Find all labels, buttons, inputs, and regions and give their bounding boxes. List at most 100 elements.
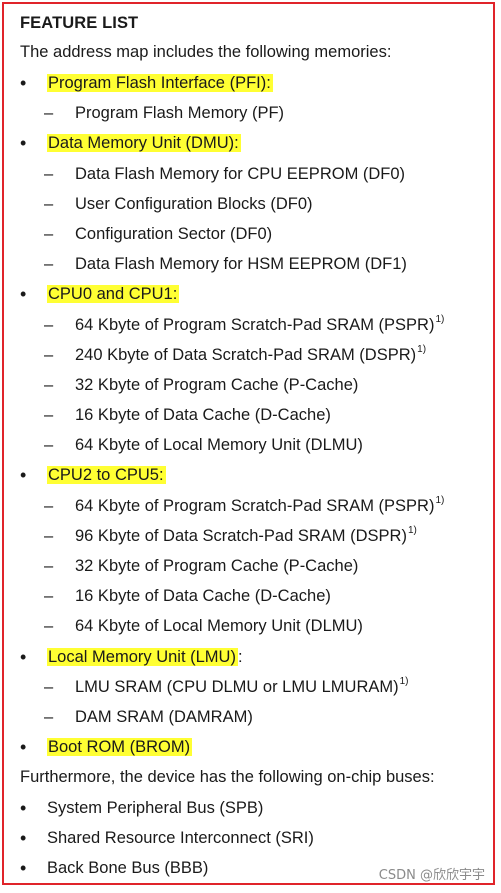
memory-groups: • Program Flash Interface (PFI): – Program … <box>20 68 487 762</box>
bus-list: • System Peripheral Bus (SPB) •Shared Reso… <box>20 793 487 884</box>
dash-icon: – <box>44 677 54 696</box>
bullet-icon: • <box>20 73 27 93</box>
list-item: – 64 Kbyte of Program Scratch-Pad SRAM (P… <box>20 310 487 340</box>
item-text: Configuration Sector (DF0) <box>75 224 273 243</box>
group-label: CPU0 and CPU1: <box>47 285 180 304</box>
bullet-icon: • <box>20 827 27 848</box>
item-text-wrap: Program Flash Memory (PF) <box>75 98 284 128</box>
item-text: Data Flash Memory for HSM EEPROM (DF1) <box>75 255 407 274</box>
group-heading: • Data Memory Unit (DMU): <box>20 128 487 158</box>
group-heading: • Local Memory Unit (LMU): <box>20 642 487 672</box>
dash-icon: – <box>44 194 54 213</box>
item-text: 96 Kbyte of Data Scratch-Pad SRAM (DSPR) <box>75 526 407 545</box>
dash-icon: – <box>44 496 54 515</box>
intro-text: The address map includes the following m… <box>20 43 392 61</box>
bullet-icon: • <box>20 857 27 878</box>
list-item: – 32 Kbyte of Program Cache (P-Cache) <box>20 551 487 581</box>
item-text: User Configuration Blocks (DF0) <box>75 194 313 213</box>
watermark: CSDN @欣欣宇宇 <box>378 868 485 883</box>
item-text-wrap: 64 Kbyte of Local Memory Unit (DLMU) <box>75 611 363 641</box>
item-text-wrap: DAM SRAM (DAMRAM) <box>75 702 253 732</box>
item-text-wrap: 32 Kbyte of Program Cache (P-Cache) <box>75 551 358 581</box>
list-item: – 16 Kbyte of Data Cache (D-Cache) <box>20 581 487 611</box>
item-text: 64 Kbyte of Local Memory Unit (DLMU) <box>75 617 363 636</box>
item-text: 240 Kbyte of Data Scratch-Pad SRAM (DSPR… <box>75 345 417 364</box>
footnote-marker: 1) <box>417 343 427 355</box>
item-text: 32 Kbyte of Program Cache (P-Cache) <box>75 557 359 575</box>
list-item: – Configuration Sector (DF0) <box>20 219 487 249</box>
dash-icon: – <box>44 255 54 274</box>
item-text-wrap: 16 Kbyte of Data Cache (D-Cache) <box>75 400 331 430</box>
list-item: – 16 Kbyte of Data Cache (D-Cache) <box>20 400 487 430</box>
list-item: –DAM SRAM (DAMRAM) <box>20 702 487 732</box>
item-text: 64 Kbyte of Program Scratch-Pad SRAM (PS… <box>75 315 435 334</box>
dash-icon: – <box>44 617 54 636</box>
dash-icon: – <box>44 224 54 243</box>
footnote-marker: 1) <box>435 494 445 506</box>
item-text-wrap: 240 Kbyte of Data Scratch-Pad SRAM (DSPR… <box>75 340 426 370</box>
bus-item: • System Peripheral Bus (SPB) <box>20 793 487 823</box>
feature-list-content: FEATURE LIST The address map includes th… <box>20 10 487 883</box>
group-heading: • Program Flash Interface (PFI): <box>20 68 487 98</box>
dash-icon: – <box>44 104 54 123</box>
group-label-wrap: CPU2 to CPU5: <box>47 460 166 490</box>
dash-icon: – <box>44 587 54 606</box>
group-label: Data Memory Unit (DMU): <box>47 134 241 153</box>
group-label-wrap: Data Memory Unit (DMU): <box>47 128 241 158</box>
item-text-wrap: User Configuration Blocks (DF0) <box>75 189 313 219</box>
list-item: –Data Flash Memory for CPU EEPROM (DF0) <box>20 159 487 189</box>
item-text-wrap: 64 Kbyte of Program Scratch-Pad SRAM (PS… <box>75 491 444 521</box>
bus-item: •Shared Resource Interconnect (SRI) <box>20 823 487 853</box>
item-text-wrap: 16 Kbyte of Data Cache (D-Cache) <box>75 581 331 611</box>
item-text-wrap: Data Flash Memory for CPU EEPROM (DF0) <box>75 159 405 189</box>
dash-icon: – <box>44 315 54 334</box>
item-text-wrap: 64 Kbyte of Program Scratch-Pad SRAM (PS… <box>75 310 444 340</box>
item-text-wrap: Configuration Sector (DF0) <box>75 219 272 249</box>
item-text: LMU SRAM (CPU DLMU or LMU LMURAM) <box>75 677 399 696</box>
dash-icon: – <box>44 557 54 575</box>
item-text: Data Flash Memory for CPU EEPROM (DF0) <box>75 164 406 183</box>
list-item: – Data Flash Memory for HSM EEPROM (DF1) <box>20 249 487 279</box>
bullet-icon: • <box>20 133 27 154</box>
list-item: – Program Flash Memory (PF) <box>20 98 487 128</box>
list-item: – 96 Kbyte of Data Scratch-Pad SRAM (DSPR… <box>20 521 487 551</box>
dash-icon: – <box>44 406 54 425</box>
group-label-wrap: Boot ROM (BROM) <box>47 732 193 762</box>
outro-text: Furthermore, the device has the followin… <box>20 768 435 787</box>
bullet-icon: • <box>20 646 27 667</box>
bullet-icon: • <box>20 465 27 486</box>
dash-icon: – <box>44 526 54 545</box>
bullet-icon: • <box>20 797 27 818</box>
bus-label: System Peripheral Bus (SPB) <box>47 798 264 817</box>
group-label-wrap: Program Flash Interface (PFI): <box>47 68 273 98</box>
bullet-icon: • <box>20 284 27 305</box>
group-label-suffix: : <box>237 647 243 666</box>
item-text: 16 Kbyte of Data Cache (D-Cache) <box>75 406 331 425</box>
group-heading: • CPU2 to CPU5: <box>20 460 487 490</box>
item-text: Program Flash Memory (PF) <box>75 104 285 123</box>
group-heading: • CPU0 and CPU1: <box>20 279 487 309</box>
item-text: 32 Kbyte of Program Cache (P-Cache) <box>75 375 359 394</box>
list-item: – 64 Kbyte of Local Memory Unit (DLMU) <box>20 611 487 641</box>
group-label-wrap: CPU0 and CPU1: <box>47 279 180 309</box>
list-item: – 32 Kbyte of Program Cache (P-Cache) <box>20 370 487 400</box>
list-item: – 64 Kbyte of Program Scratch-Pad SRAM (P… <box>20 491 487 521</box>
group-label: Program Flash Interface (PFI): <box>47 74 273 92</box>
group-label: Boot ROM (BROM) <box>47 738 193 757</box>
item-text-wrap: 32 Kbyte of Program Cache (P-Cache) <box>75 370 358 400</box>
footnote-marker: 1) <box>407 524 417 536</box>
bullet-icon: • <box>20 737 27 758</box>
list-item: –64 Kbyte of Local Memory Unit (DLMU) <box>20 430 487 460</box>
dash-icon: – <box>44 375 54 394</box>
group-heading: • Boot ROM (BROM) <box>20 732 487 762</box>
dash-icon: – <box>44 436 54 455</box>
list-item: – LMU SRAM (CPU DLMU or LMU LMURAM)1) <box>20 672 487 702</box>
dash-icon: – <box>44 345 54 364</box>
item-text: DAM SRAM (DAMRAM) <box>75 707 253 726</box>
item-text: 64 Kbyte of Program Scratch-Pad SRAM (PS… <box>75 496 435 515</box>
group-label: Local Memory Unit (LMU) <box>47 647 238 666</box>
bus-label: Back Bone Bus (BBB) <box>47 858 209 877</box>
item-text-wrap: LMU SRAM (CPU DLMU or LMU LMURAM)1) <box>75 672 409 702</box>
list-item: – 240 Kbyte of Data Scratch-Pad SRAM (DSP… <box>20 340 487 370</box>
item-text-wrap: Data Flash Memory for HSM EEPROM (DF1) <box>75 249 407 279</box>
